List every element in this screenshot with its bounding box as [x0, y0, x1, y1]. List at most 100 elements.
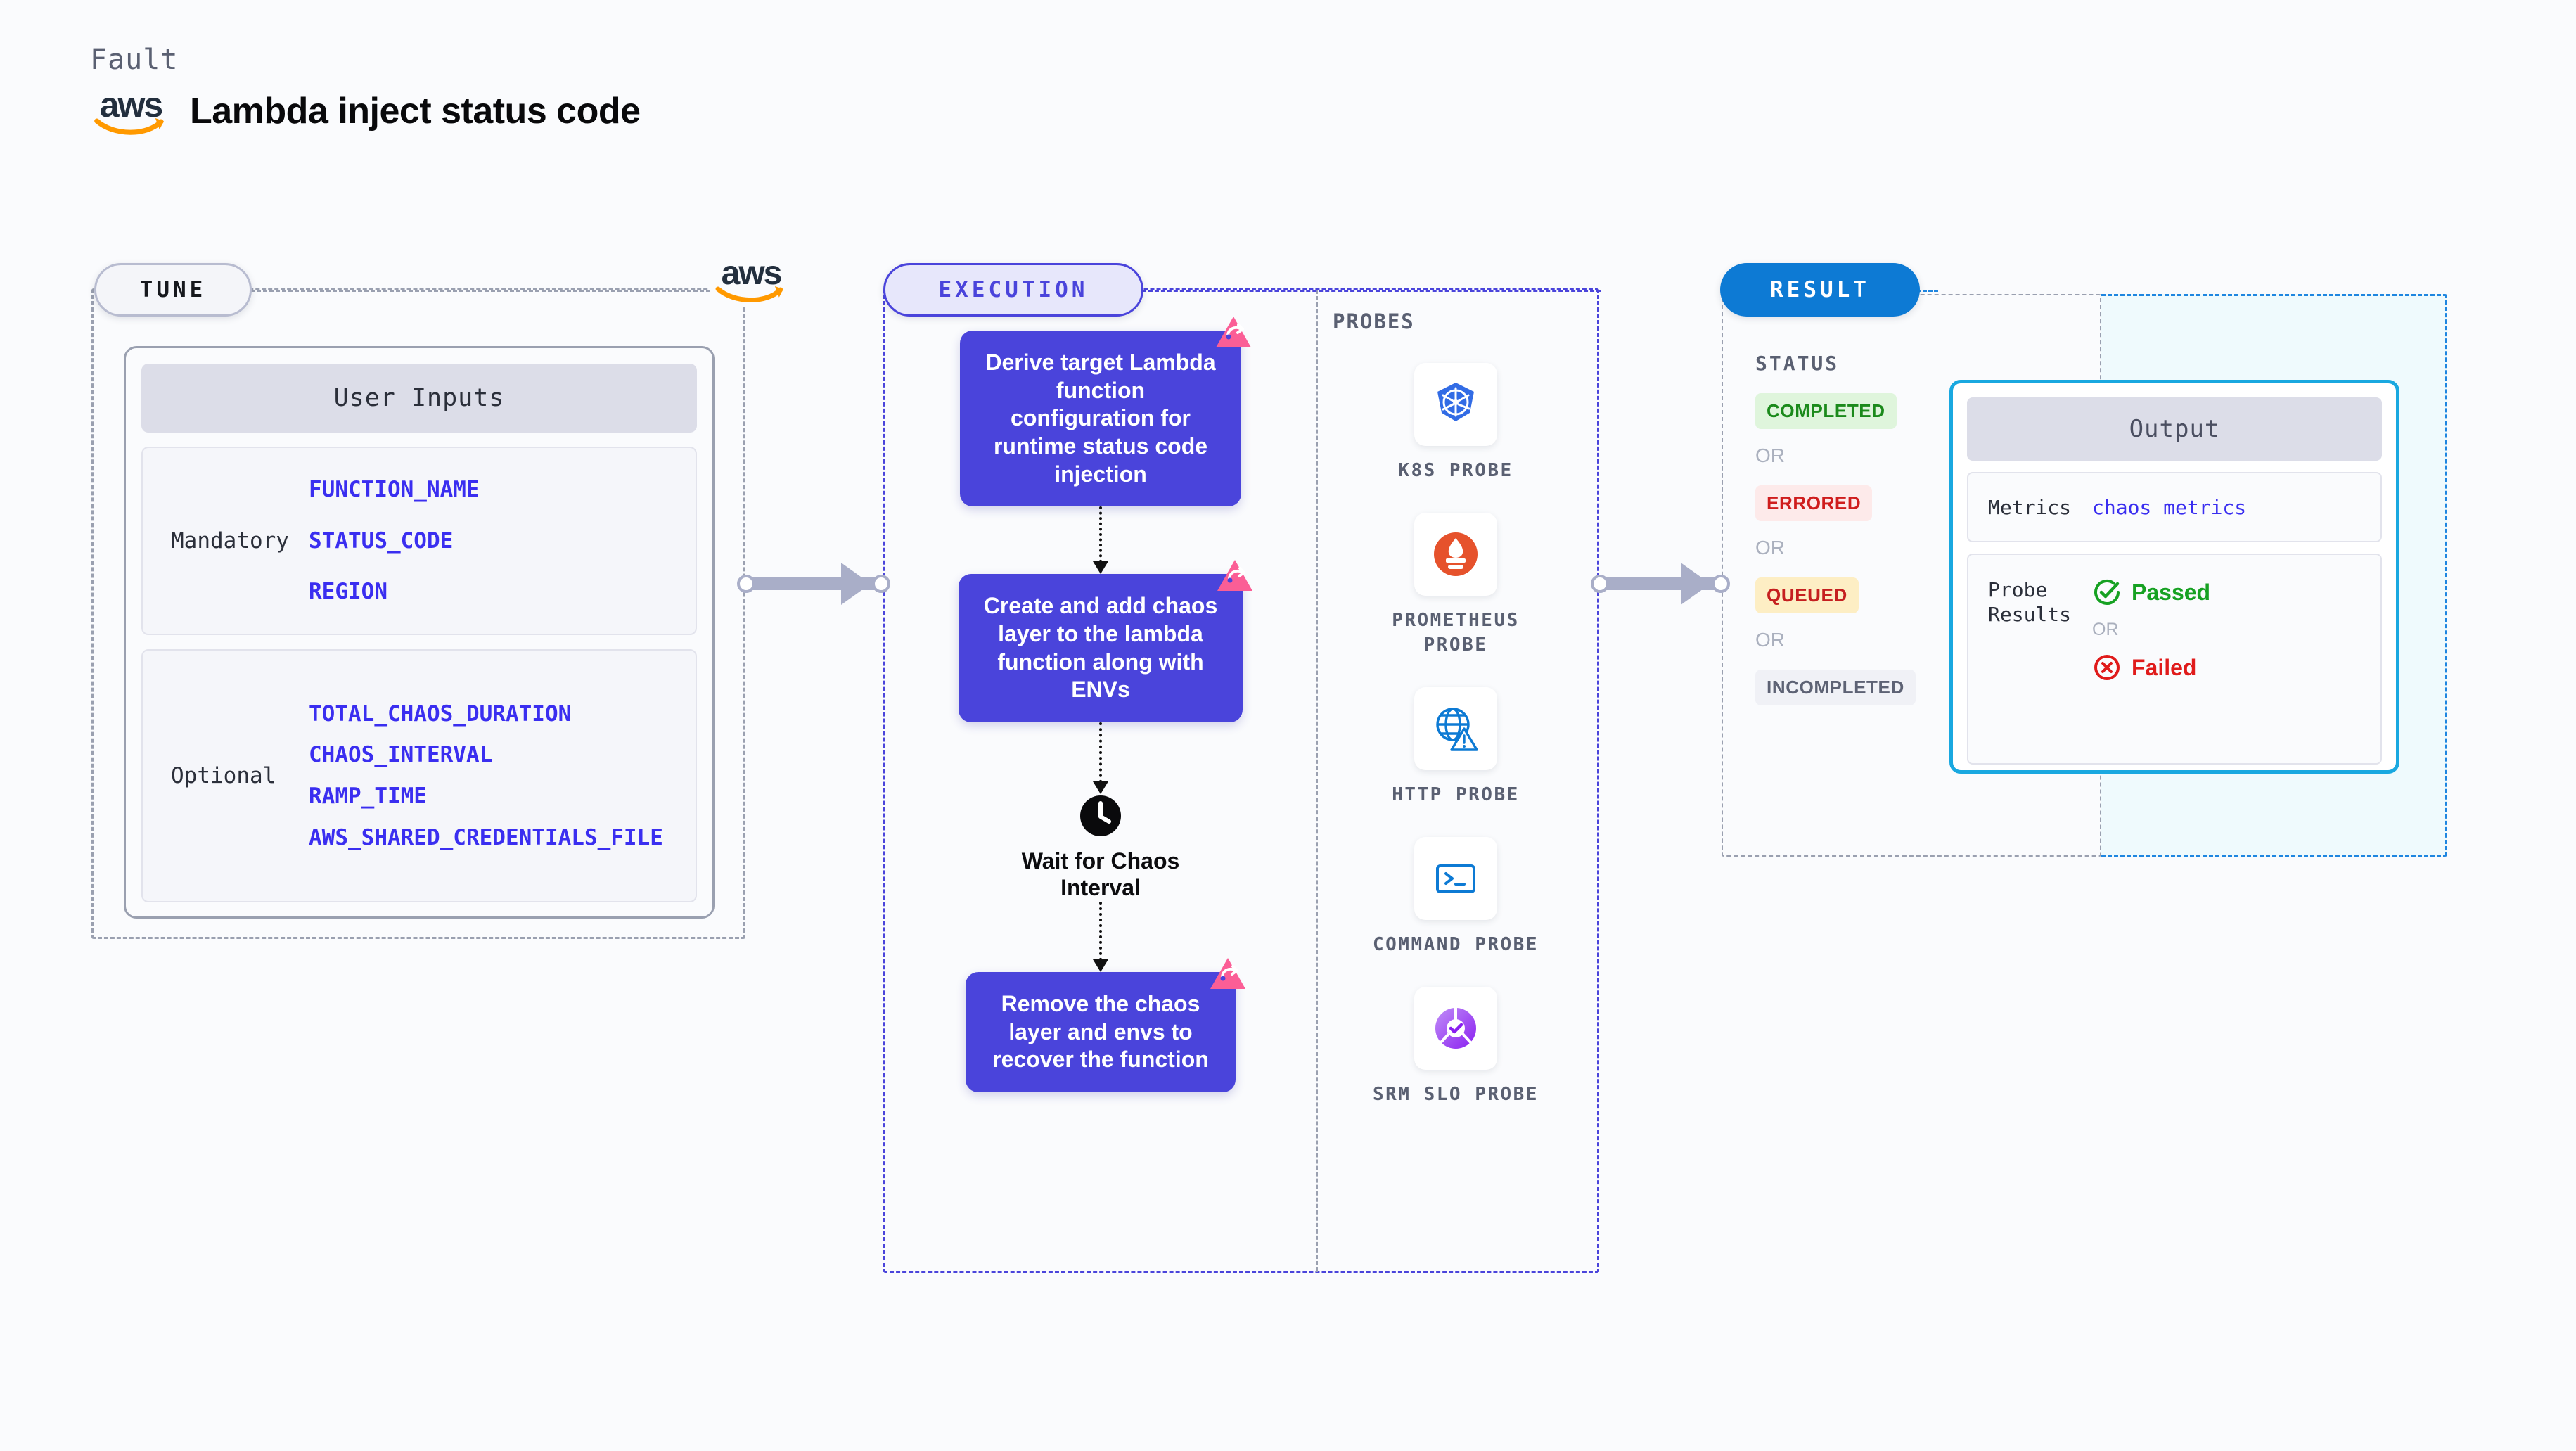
probe-results-row: Probe Results Passed OR Failed: [1967, 554, 2382, 765]
output-title: Output: [1967, 397, 2382, 461]
clock-icon: [1080, 795, 1121, 837]
execution-connector-line: [1142, 290, 1601, 292]
execution-step-2[interactable]: Create and add chaos layer to the lambda…: [959, 560, 1252, 723]
mandatory-label: Mandatory: [171, 528, 289, 554]
aws-logo: aws: [90, 85, 172, 139]
connector-endpoint-left: [1591, 575, 1609, 593]
mandatory-params-group: Mandatory FUNCTION_NAME STATUS_CODE REGI…: [141, 447, 697, 635]
metrics-label: Metrics: [1988, 495, 2072, 519]
probe-http[interactable]: HTTP PROBE: [1333, 687, 1579, 807]
execution-flow: Derive target Lambda function configurat…: [914, 317, 1287, 1092]
aws-smile-icon: [715, 286, 783, 303]
terminal-icon: [1436, 864, 1475, 894]
arrow-shaft: [1099, 506, 1102, 563]
user-inputs-title: User Inputs: [141, 364, 697, 433]
status-badge-errored: ERRORED: [1755, 485, 1873, 521]
probe-result-or: OR: [2092, 620, 2119, 639]
connector-endpoint-right: [1712, 575, 1730, 593]
check-circle-icon: [2094, 580, 2120, 605]
litmus-icon: [1216, 317, 1251, 347]
arrow-head: [1093, 781, 1108, 795]
litmus-icon: [1210, 957, 1245, 989]
probe-results-label: Probe Results: [1988, 578, 2072, 626]
tune-connector-line: [250, 290, 736, 292]
status-or-2: OR: [1755, 537, 1785, 558]
status-or-3: OR: [1755, 629, 1785, 651]
status-badge-queued: QUEUED: [1755, 577, 1859, 613]
litmus-icon: [1217, 560, 1252, 592]
x-circle-icon: [2094, 655, 2120, 680]
param-function-name: FUNCTION_NAME: [309, 477, 480, 503]
flow-arrow-2: [1093, 722, 1108, 795]
status-title: STATUS: [1755, 352, 1840, 375]
http-globe-warning-icon: [1436, 708, 1478, 751]
execution-probes-divider: [1316, 290, 1318, 1272]
param-ramp-time: RAMP_TIME: [309, 784, 427, 809]
status-or-1: OR: [1755, 445, 1785, 466]
execution-step-2-text: Create and add chaos layer to the lambda…: [983, 593, 1218, 703]
flow-arrow-1: [1093, 506, 1108, 575]
failed-label: Failed: [2132, 654, 2197, 680]
probe-srm-slo-label: SRM SLO PROBE: [1373, 1084, 1539, 1106]
kubernetes-icon: [1437, 383, 1474, 421]
connector-execution-to-result: [1591, 563, 1738, 605]
aws-logo-text: aws: [99, 85, 164, 124]
page-title: Lambda inject status code: [190, 91, 641, 132]
flow-arrow-3: [1093, 901, 1108, 972]
probe-http-label: HTTP PROBE: [1392, 784, 1520, 806]
param-total-chaos-duration: TOTAL_CHAOS_DURATION: [309, 701, 572, 727]
probe-srm-slo[interactable]: SRM SLO PROBE: [1333, 987, 1579, 1107]
connector-endpoint-left: [737, 575, 755, 593]
tune-pill[interactable]: TUNE: [94, 263, 252, 317]
probe-k8s[interactable]: K8S PROBE: [1333, 363, 1579, 483]
arrow-head: [1093, 561, 1108, 575]
metrics-row: Metrics chaos metrics: [1967, 472, 2382, 542]
probe-icon-container: [1414, 837, 1497, 921]
connector-endpoint-right: [872, 575, 890, 593]
srm-slo-icon: [1435, 1008, 1476, 1049]
probe-prometheus-label: PROMETHEUS PROBE: [1392, 610, 1520, 656]
param-region: REGION: [309, 579, 387, 605]
probe-icon-container: [1414, 513, 1497, 596]
probe-icon-container: [1414, 363, 1497, 446]
probes-column: PROBES K8S PROBE: [1333, 309, 1579, 1108]
optional-params-group: Optional TOTAL_CHAOS_DURATION CHAOS_INTE…: [141, 649, 697, 902]
output-card: Output Metrics chaos metrics Probe Resul…: [1949, 380, 2399, 774]
probe-result-passed: Passed: [2092, 577, 2210, 607]
probe-icon-container: [1414, 987, 1497, 1070]
optional-label: Optional: [171, 763, 276, 788]
status-badge-incompleted: INCOMPLETED: [1755, 670, 1916, 705]
connector-tune-to-execution: [737, 563, 899, 605]
probe-command-label: COMMAND PROBE: [1373, 934, 1539, 956]
arrow-head: [1093, 959, 1108, 972]
wait-node-label: Wait for Chaos Interval: [1021, 848, 1180, 901]
status-column: STATUS COMPLETED OR ERRORED OR QUEUED OR…: [1755, 352, 1966, 705]
user-inputs-card: User Inputs Mandatory FUNCTION_NAME STAT…: [124, 346, 715, 919]
connector-arrowhead: [1681, 563, 1710, 605]
execution-pill[interactable]: EXECUTION: [883, 263, 1143, 317]
connector-arrowhead: [841, 563, 871, 605]
execution-step-1[interactable]: Derive target Lambda function configurat…: [960, 317, 1251, 507]
page-header: Fault aws Lambda inject status code: [90, 44, 641, 139]
arrow-shaft: [1099, 722, 1102, 784]
passed-label: Passed: [2132, 579, 2211, 605]
param-chaos-interval: CHAOS_INTERVAL: [309, 742, 493, 768]
probe-prometheus[interactable]: PROMETHEUS PROBE: [1333, 513, 1579, 658]
aws-logo-badge: aws: [710, 255, 792, 307]
param-status-code: STATUS_CODE: [309, 528, 454, 554]
param-aws-shared-credentials-file: AWS_SHARED_CREDENTIALS_FILE: [309, 824, 663, 850]
status-badge-completed: COMPLETED: [1755, 393, 1897, 429]
fault-label: Fault: [90, 44, 179, 76]
result-pill[interactable]: RESULT: [1720, 263, 1920, 317]
execution-step-final[interactable]: Remove the chaos layer and envs to recov…: [966, 957, 1245, 1092]
probe-command[interactable]: COMMAND PROBE: [1333, 837, 1579, 957]
probe-result-failed: Failed: [2092, 653, 2210, 682]
wait-for-chaos-interval-node: Wait for Chaos Interval: [1002, 794, 1199, 902]
execution-step-1-text: Derive target Lambda function configurat…: [985, 350, 1216, 487]
probe-icon-container: [1414, 687, 1497, 771]
prometheus-icon: [1434, 532, 1478, 577]
arrow-shaft: [1099, 901, 1102, 961]
execution-region: [883, 288, 1599, 1273]
probes-title: PROBES: [1333, 309, 1415, 333]
